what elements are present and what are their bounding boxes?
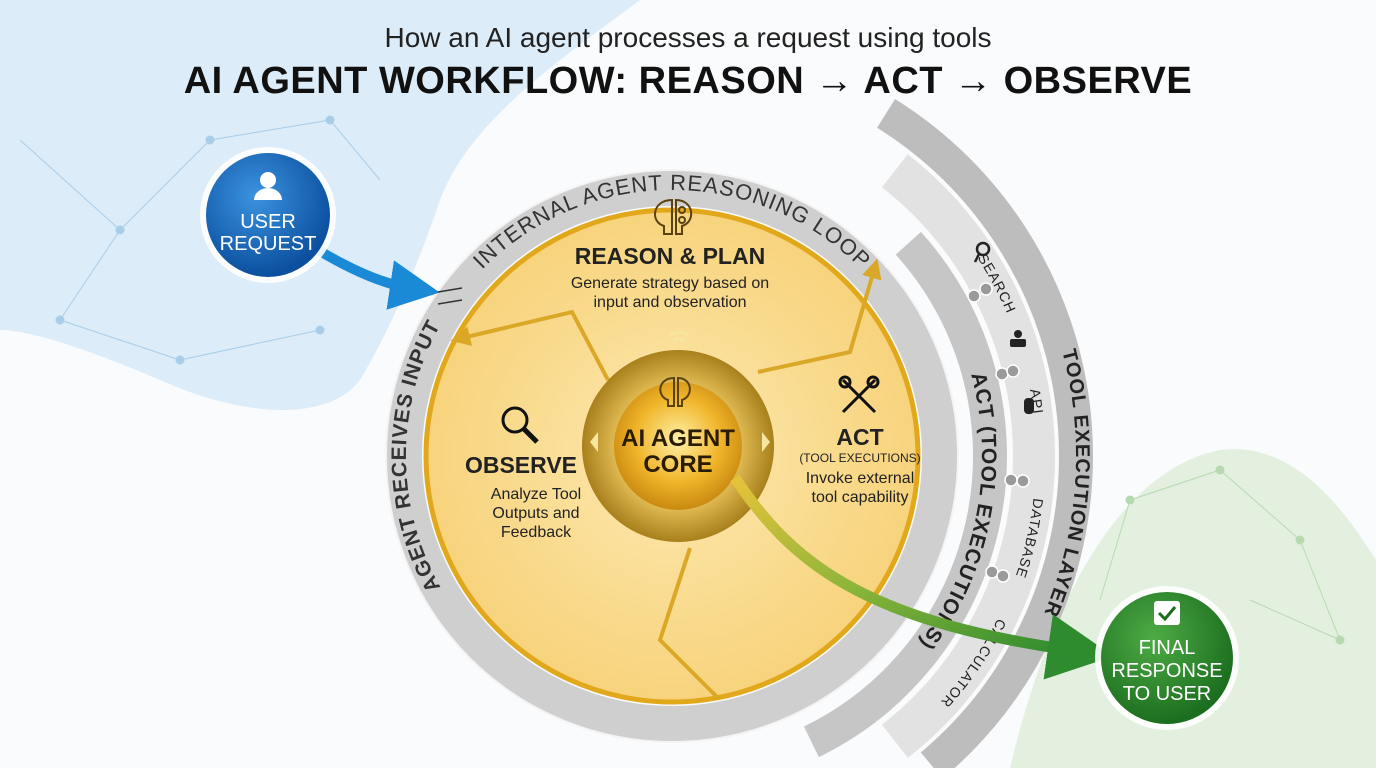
act-to-observe-arrow <box>657 547 720 700</box>
network-decoration-green <box>1099 465 1345 645</box>
database-icon <box>1024 398 1034 414</box>
tool-execution-layer-arc <box>877 98 1093 768</box>
observe-title: OBSERVE <box>464 452 578 478</box>
observe-section: OBSERVE Analyze Tool Outputs and Feedbac… <box>446 452 596 542</box>
reasoning-ring <box>386 170 958 742</box>
core-line-2: CORE <box>643 451 713 478</box>
core-circle <box>614 382 742 510</box>
final-response-line1: FINAL <box>1139 637 1196 659</box>
observe-desc-2: Outputs and <box>492 505 580 522</box>
observe-desc-1: Analyze Tool <box>490 486 582 503</box>
reason-title: REASON & PLAN <box>574 243 766 269</box>
user-request-line1: USER <box>240 211 296 233</box>
act-arc <box>803 231 1007 758</box>
wrench-screwdriver-icon <box>838 375 880 414</box>
reason-desc-1: Generate strategy based on <box>570 275 770 292</box>
tool-connectors <box>967 282 1030 583</box>
final-response-line2: RESPONSE <box>1111 660 1222 682</box>
observe-to-reason-arrow <box>450 309 610 381</box>
user-request-line2: REQUEST <box>220 233 317 255</box>
svg-text:API: API <box>1027 387 1047 415</box>
observe-desc-3: Feedback <box>500 524 572 541</box>
core-brain-icon <box>659 376 691 407</box>
wifi-icon <box>669 330 689 342</box>
output-arrow <box>730 474 1114 680</box>
subtitle: How an AI agent processes a request usin… <box>384 22 992 53</box>
act-desc-2: tool capability <box>811 489 909 506</box>
search-icon <box>973 241 991 263</box>
input-arrow <box>315 245 440 310</box>
reason-section: REASON & PLAN Generate strategy based on… <box>540 243 800 312</box>
final-response-line3: TO USER <box>1123 683 1212 705</box>
magnifier-icon <box>501 406 539 444</box>
core-line-1: AI AGENT <box>621 425 735 452</box>
brain-icon <box>654 198 692 235</box>
user-icon <box>254 172 282 200</box>
input-arrows-icon <box>437 287 463 305</box>
reason-to-act-arrow <box>757 258 882 374</box>
act-subtitle: (TOOL EXECUTIONS) <box>799 451 921 465</box>
act-title: ACT <box>836 424 884 450</box>
people-icon <box>1010 330 1026 347</box>
checkmark-icon <box>1154 601 1180 625</box>
reason-desc-2: input and observation <box>593 294 747 311</box>
act-desc-1: Invoke external <box>805 470 915 487</box>
core-left-chevron <box>590 432 598 452</box>
core-label: AI AGENT CORE <box>598 426 758 478</box>
tool-api: API <box>1027 387 1046 415</box>
network-decoration <box>19 115 381 365</box>
tools-arc <box>881 154 1055 758</box>
act-section: ACT (TOOL EXECUTIONS) Invoke external to… <box>790 424 930 507</box>
core-right-chevron <box>762 432 770 452</box>
page-title: AI AGENT WORKFLOW: REASON → ACT → OBSERV… <box>183 60 1193 102</box>
